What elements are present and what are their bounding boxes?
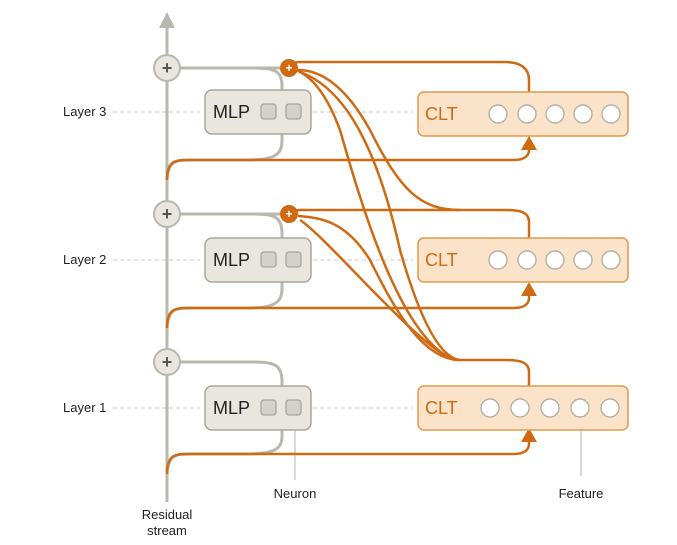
feature-circle — [517, 250, 537, 270]
clt-input-arrow-icon — [521, 282, 537, 296]
neuron-square — [285, 103, 302, 120]
clt-input-branch — [165, 290, 531, 329]
clt-output-path — [297, 214, 461, 362]
clt-output-path — [460, 358, 531, 386]
feature-circle — [601, 104, 621, 124]
feature-circle — [480, 398, 500, 418]
feature-circle — [488, 104, 508, 124]
clt-input-branch — [165, 436, 531, 475]
feature-circle — [545, 104, 565, 124]
mlp-label: MLP — [213, 398, 250, 418]
residual-add-node — [153, 200, 181, 228]
clt-output-path — [297, 68, 461, 212]
mlp-output-branch — [177, 212, 284, 238]
neuron-square — [260, 103, 277, 120]
mlp-label: MLP — [213, 250, 250, 270]
mlp-box — [204, 385, 312, 431]
clt-add-node — [280, 205, 298, 223]
plus-icon: + — [162, 204, 173, 224]
layer-label: Layer 3 — [63, 104, 106, 119]
mlp-output-branch — [177, 360, 284, 386]
neuron-square — [285, 399, 302, 416]
clt-input-arrow-icon — [521, 428, 537, 442]
feature-annotation: Feature — [559, 486, 604, 501]
clt-label: CLT — [425, 104, 458, 124]
feature-circle — [573, 250, 593, 270]
neuron-square — [260, 251, 277, 268]
feature-circle — [573, 104, 593, 124]
neuron-square — [285, 251, 302, 268]
residual-add-node — [153, 54, 181, 82]
residual-add-node — [153, 348, 181, 376]
mlp-box — [204, 237, 312, 283]
plus-icon: + — [162, 352, 173, 372]
residual-stream-label: stream — [147, 523, 187, 538]
feature-circle — [540, 398, 560, 418]
clt-label: CLT — [425, 250, 458, 270]
feature-circle — [517, 104, 537, 124]
clt-label: CLT — [425, 398, 458, 418]
clt-output-path — [299, 218, 456, 362]
clt-output-path — [290, 208, 531, 238]
clt-add-node — [280, 59, 298, 77]
clt-input-branch — [165, 144, 531, 181]
feature-circle — [601, 250, 621, 270]
layer-label: Layer 1 — [63, 400, 106, 415]
layer-label: Layer 2 — [63, 252, 106, 267]
plus-icon: + — [285, 207, 292, 221]
plus-icon: + — [285, 61, 292, 75]
clt-output-path — [299, 70, 461, 362]
residual-stream-label: Residual — [142, 507, 193, 522]
clt-input-arrow-icon — [521, 136, 537, 150]
mlp-label: MLP — [213, 102, 250, 122]
mlp-output-branch — [177, 66, 284, 90]
clt-output-path — [295, 68, 456, 362]
feature-circle — [545, 250, 565, 270]
feature-circle — [488, 250, 508, 270]
feature-circle — [600, 398, 620, 418]
feature-circle — [510, 398, 530, 418]
mlp-box — [204, 89, 312, 135]
neuron-annotation: Neuron — [274, 486, 317, 501]
plus-icon: + — [162, 58, 173, 78]
residual-stream-arrow-icon — [159, 12, 175, 28]
neuron-square — [260, 399, 277, 416]
feature-circle — [570, 398, 590, 418]
